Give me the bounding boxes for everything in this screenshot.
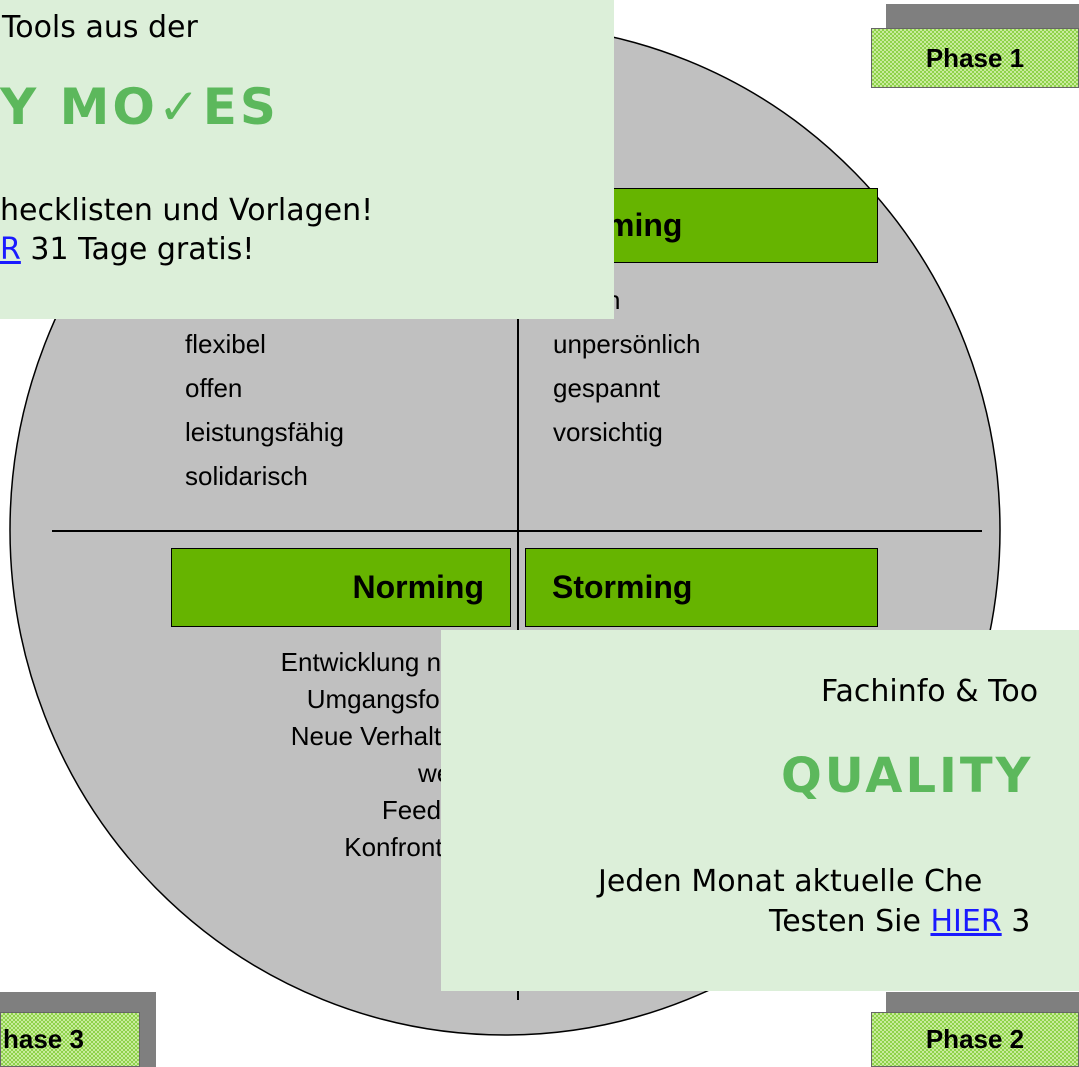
storming-label-box: Storming [525, 548, 878, 627]
phase-3-label: hase 3 [0, 1012, 140, 1067]
ad-bottom-cta-prefix: Testen Sie [769, 904, 931, 939]
phase-1-text: Phase 1 [925, 42, 1025, 73]
performing-word: solidarisch [185, 461, 308, 491]
ad-top-tagline: Tools aus der [2, 10, 198, 45]
ad-top-cta-text: 31 Tage gratis! [20, 232, 255, 267]
phase-2-label: Phase 2 [871, 1012, 1079, 1067]
phase-1-label: Phase 1 [871, 28, 1079, 88]
norming-word: Konfrontati [344, 832, 470, 862]
ad-bottom-brand-logo: QUALITY [781, 748, 1034, 804]
performing-word: offen [185, 373, 243, 403]
ad-bottom-cta: Testen Sie HIER 3 [769, 904, 1030, 939]
ad-top-link[interactable]: R [0, 232, 21, 267]
forming-word: gespannt [553, 373, 660, 403]
ad-top-cta: R 31 Tage gratis! [0, 232, 254, 267]
norming-word: Feedba [381, 795, 470, 825]
ad-top-brand-logo: Y MO✓ES [0, 78, 279, 136]
phase-2-text: Phase 2 [925, 1024, 1025, 1054]
forming-word: unpersönlich [553, 329, 701, 359]
ad-bottom-description: Jeden Monat aktuelle Che [598, 864, 983, 899]
ad-top-description: hecklisten und Vorlagen! [0, 193, 374, 228]
norming-label-box: Norming [171, 548, 511, 627]
ad-bottom-cta-text: 3 [1001, 904, 1031, 939]
ad-bottom-tagline: Fachinfo & Too [821, 674, 1039, 709]
ad-banner-bottom[interactable]: Fachinfo & Too QUALITY Jeden Monat aktue… [441, 630, 1079, 991]
norming-label: Norming [352, 569, 484, 605]
norming-word: Neue Verhalten [290, 721, 470, 751]
performing-word: leistungsfähig [185, 417, 344, 447]
phase-3-text: hase 3 [3, 1024, 84, 1054]
ad-banner-top[interactable]: Tools aus der Y MO✓ES hecklisten und Vor… [0, 0, 614, 319]
ad-bottom-link[interactable]: HIER [930, 904, 1002, 939]
norming-word: Entwicklung neu [280, 647, 470, 677]
norming-word-list: Entwicklung neu Umgangsform Neue Verhalt… [150, 644, 470, 866]
norming-word: weis [150, 755, 470, 792]
forming-word: vorsichtig [553, 417, 663, 447]
norming-word: Umgangsform [306, 684, 470, 714]
performing-word-list: flexibel offen leistungsfähig solidarisc… [185, 322, 344, 498]
storming-label: Storming [552, 569, 693, 605]
forming-label: ming [606, 207, 683, 243]
performing-word: flexibel [185, 329, 266, 359]
